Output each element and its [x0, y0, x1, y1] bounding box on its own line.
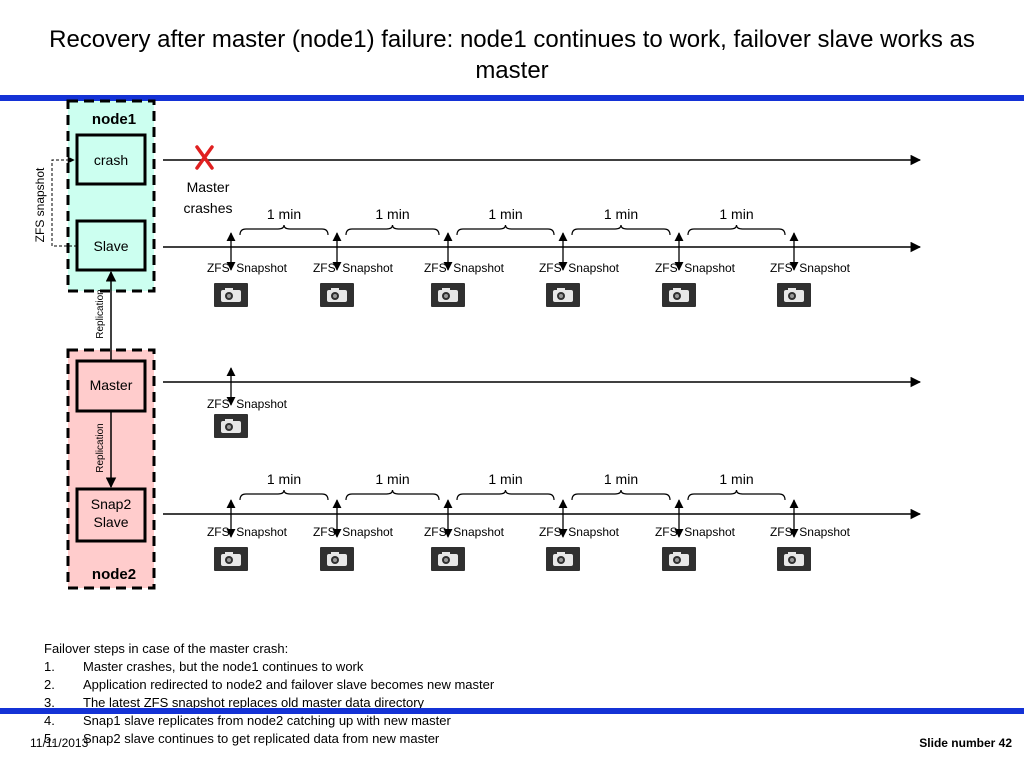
top-rule — [0, 95, 1024, 101]
interval-label: 1 min — [719, 206, 753, 222]
crash-note-line1: Master — [187, 179, 230, 195]
interval-brace — [239, 489, 329, 501]
slide-date: 11/11/2013 — [30, 736, 89, 750]
interval-label: 1 min — [375, 206, 409, 222]
step-text: Application redirected to node2 and fail… — [83, 677, 495, 692]
list-item: 1. Master crashes, but the node1 continue… — [44, 658, 494, 676]
camera-icon — [214, 547, 248, 571]
zfs-snapshot-side-label: ZFS snapshot — [33, 167, 47, 242]
interval-label: 1 min — [267, 206, 301, 222]
master-box — [75, 359, 147, 413]
camera-icon — [662, 283, 696, 307]
camera-icon — [546, 547, 580, 571]
interval-brace — [345, 489, 440, 501]
bottom-rule — [0, 708, 1024, 714]
interval-brace — [571, 489, 671, 501]
list-item: 4. Snap1 slave replicates from node2 catc… — [44, 712, 494, 730]
step-number: 4. — [44, 713, 55, 728]
interval-brace — [456, 489, 555, 501]
camera-icon — [431, 547, 465, 571]
snapshot-node2-label: ZFS Snapshot — [770, 525, 851, 539]
interval-label: 1 min — [604, 206, 638, 222]
master-box-label: Master — [90, 377, 133, 393]
step-number: 5. — [44, 731, 55, 746]
camera-icon — [546, 283, 580, 307]
crash-note-line2: crashes — [183, 200, 232, 216]
interval-label: 1 min — [719, 471, 753, 487]
camera-icon — [320, 547, 354, 571]
snapshot-node2-label: ZFS Snapshot — [539, 525, 620, 539]
camera-icon — [214, 283, 248, 307]
camera-icon — [777, 283, 811, 307]
step-text: Master crashes, but the node1 continues … — [83, 659, 364, 674]
camera-icon — [214, 414, 248, 438]
node1-label: node1 — [92, 111, 136, 128]
node2-label: node2 — [92, 566, 136, 583]
snap2-box-label-line1: Snap2 — [91, 496, 132, 512]
camera-icon — [320, 283, 354, 307]
snapshot-node2-label: ZFS Snapshot — [424, 525, 505, 539]
snapshot-master-label: ZFS Snapshot — [207, 397, 288, 411]
snapshot-node1-label: ZFS Snapshot — [207, 261, 288, 275]
step-text: Snap2 slave continues to get replicated … — [83, 731, 440, 746]
snapshot-node1-label: ZFS Snapshot — [424, 261, 505, 275]
interval-brace — [239, 224, 329, 236]
snapshot-node2-label: ZFS Snapshot — [655, 525, 736, 539]
interval-label: 1 min — [604, 471, 638, 487]
failover-diagram: node1 crash Slave ZFS snapshot Master Sn… — [33, 99, 922, 590]
snapshot-node1-label: ZFS Snapshot — [313, 261, 394, 275]
interval-label: 1 min — [267, 471, 301, 487]
crash-box-label: crash — [94, 152, 128, 168]
interval-label: 1 min — [488, 471, 522, 487]
interval-label: 1 min — [488, 206, 522, 222]
step-number: 1. — [44, 659, 55, 674]
camera-icon — [777, 547, 811, 571]
interval-brace — [687, 489, 786, 501]
interval-brace — [571, 224, 671, 236]
list-item: 2. Application redirected to node2 and fa… — [44, 676, 494, 694]
snapshot-node2-label: ZFS Snapshot — [207, 525, 288, 539]
snap2-box-label-line2: Slave — [93, 514, 128, 530]
step-text: The latest ZFS snapshot replaces old mas… — [83, 695, 425, 710]
failover-steps: Failover steps in case of the master cra… — [44, 640, 494, 748]
slide-title: Recovery after master (node1) failure: n… — [49, 26, 975, 84]
slide-number: Slide number 42 — [919, 736, 1012, 750]
replication-label-lower: Replication — [95, 423, 106, 472]
zfs-snapshot-connector — [51, 156, 77, 247]
snapshot-node2-label: ZFS Snapshot — [313, 525, 394, 539]
crash-box — [75, 133, 147, 186]
camera-icon — [662, 547, 696, 571]
list-item: 5. Snap2 slave continues to get replicate… — [44, 730, 494, 748]
interval-brace — [345, 224, 440, 236]
x-mark-icon — [195, 145, 214, 170]
interval-brace — [687, 224, 786, 236]
slave-box-label: Slave — [93, 238, 128, 254]
snapshot-node1-label: ZFS Snapshot — [770, 261, 851, 275]
step-number: 2. — [44, 677, 55, 692]
step-text: Snap1 slave replicates from node2 catchi… — [83, 713, 451, 728]
camera-icon — [431, 283, 465, 307]
interval-brace — [456, 224, 555, 236]
step-number: 3. — [44, 695, 55, 710]
steps-heading: Failover steps in case of the master cra… — [44, 641, 289, 656]
snapshot-node1-label: ZFS Snapshot — [539, 261, 620, 275]
replication-label-upper: Replication — [95, 289, 106, 338]
list-item: 3. The latest ZFS snapshot replaces old m… — [44, 694, 494, 712]
interval-label: 1 min — [375, 471, 409, 487]
snap2-box — [75, 487, 147, 543]
snapshot-node1-label: ZFS Snapshot — [655, 261, 736, 275]
